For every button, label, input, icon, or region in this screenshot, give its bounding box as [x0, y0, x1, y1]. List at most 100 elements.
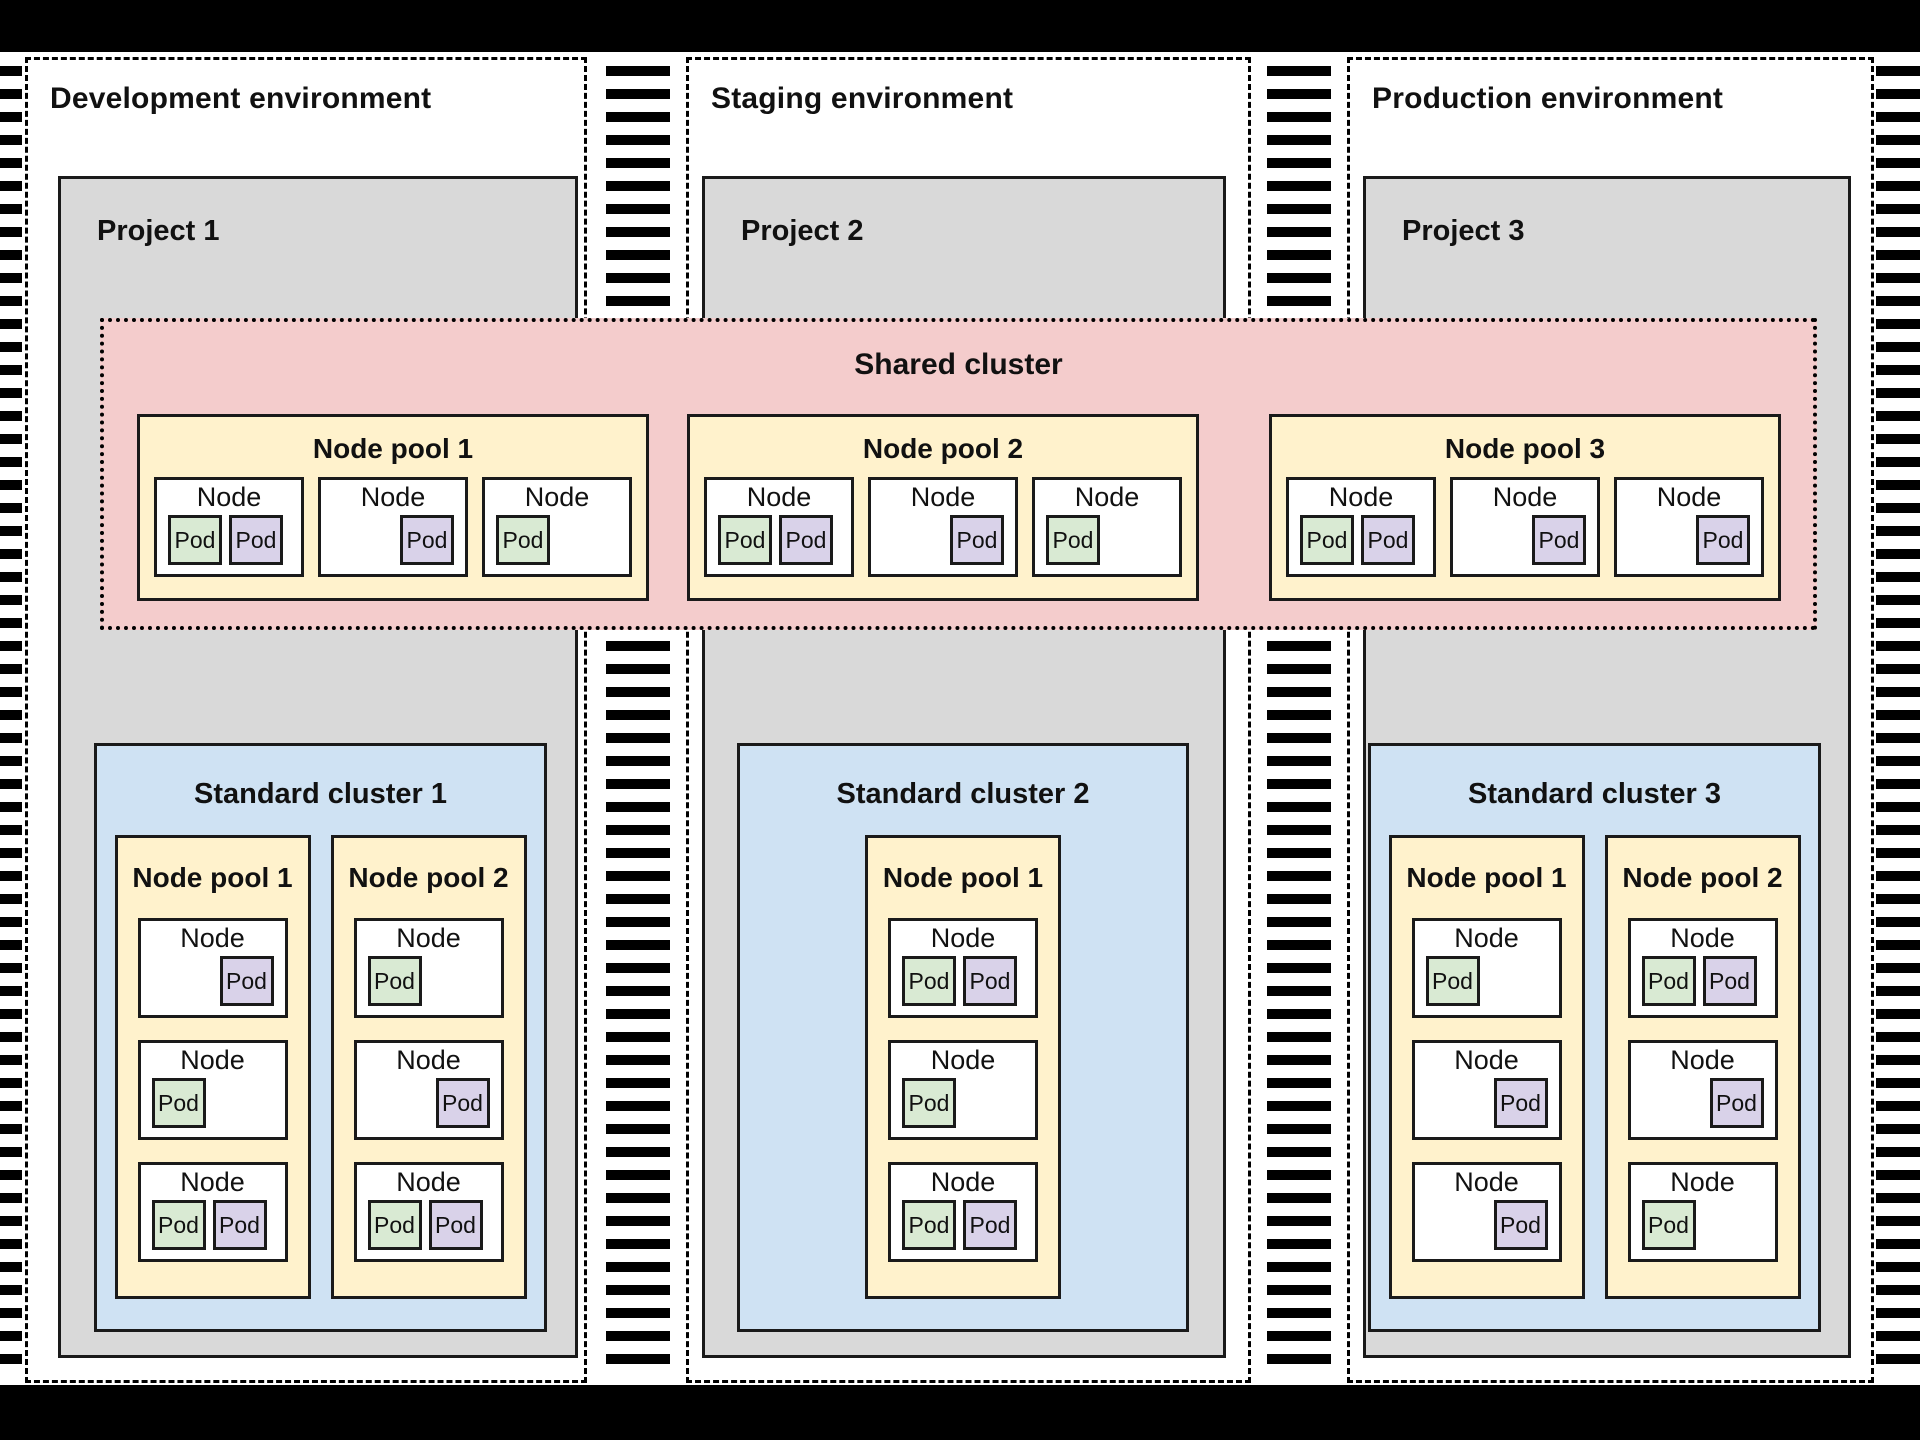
pod: Pod [1493, 1200, 1548, 1250]
node-label: Node [396, 1045, 461, 1075]
pod: Pod [400, 515, 454, 565]
pod-row: Pod [891, 1078, 1035, 1128]
node: Node Pod [137, 918, 288, 1018]
node-pool: Node pool 2 Node Pod Pod Node Pod Node [687, 414, 1199, 601]
pod: Pod [1709, 1078, 1764, 1128]
pod-row: Pod Pod [707, 515, 851, 565]
pod-row: Pod [1631, 1078, 1775, 1128]
node-pool: Node pool 1 Node Pod Pod Node Pod Node [137, 414, 649, 601]
node: Node Pod Pod [888, 918, 1038, 1018]
node-label: Node [524, 482, 590, 512]
node: Node Pod [1627, 1040, 1778, 1140]
standard-cluster: Standard cluster 2 Node pool 1 Node Pod … [737, 743, 1189, 1332]
node-column: Node Pod Pod Node Pod [1608, 918, 1798, 1262]
pod-row: Pod [1631, 1200, 1775, 1250]
hatched-divider-left [0, 66, 22, 1376]
pod: Pod [428, 1200, 483, 1250]
node: Node Pod Pod [888, 1162, 1038, 1262]
hatched-divider-dev-staging [606, 66, 670, 1376]
pod-row: Pod Pod [891, 1200, 1035, 1250]
node-pool: Node pool 2 Node Pod Node [330, 835, 527, 1299]
project-title: Project 2 [741, 215, 864, 247]
node: Node Pod [482, 477, 632, 577]
pod-row: Pod Pod [141, 1200, 285, 1250]
node: Node Pod Pod [154, 477, 304, 577]
pod: Pod [1046, 515, 1100, 565]
node-column: Node Pod Node Pod [1392, 918, 1582, 1262]
standard-cluster: Standard cluster 1 Node pool 1 Node Pod [94, 743, 547, 1332]
node: Node Pod [318, 477, 468, 577]
pod: Pod [718, 515, 772, 565]
node-pool: Node pool 3 Node Pod Pod Node Pod Node [1269, 414, 1781, 601]
node-label: Node [1656, 482, 1722, 512]
node: Node Pod Pod [353, 1162, 504, 1262]
environment-title: Production environment [1372, 82, 1724, 115]
node-label: Node [1454, 923, 1519, 953]
node-label: Node [1454, 1167, 1519, 1197]
pod-row: Pod [485, 515, 629, 565]
pod: Pod [1425, 956, 1480, 1006]
environment-production: Production environment Project 3 Standar… [1347, 57, 1874, 1383]
node: Node Pod Pod [704, 477, 854, 577]
node: Node Pod [353, 918, 504, 1018]
node-label: Node [1074, 482, 1140, 512]
node-column: Node Pod Node Pod [334, 918, 524, 1262]
pod-row: Pod [357, 1078, 501, 1128]
pod-row: Pod Pod [891, 956, 1035, 1006]
hatched-divider-right [1876, 66, 1920, 1376]
pod: Pod [1641, 956, 1696, 1006]
node-column: Node Pod Node Pod [118, 918, 308, 1262]
node: Node Pod [888, 1040, 1038, 1140]
node-label: Node [180, 1045, 245, 1075]
pod-row: Pod [1617, 515, 1761, 565]
node-pool: Node pool 1 Node Pod Pod Node [865, 835, 1061, 1299]
pod: Pod [1641, 1200, 1696, 1250]
node-pool-row: Node pool 1 Node Pod Pod Node [740, 835, 1186, 1299]
node: Node Pod [1614, 477, 1764, 577]
pod: Pod [963, 956, 1017, 1006]
node-pool-title: Node pool 1 [132, 862, 293, 893]
pod-row: Pod [321, 515, 465, 565]
node-pool-row: Node pool 1 Node Pod Node [97, 835, 544, 1299]
pod-row: Pod [141, 956, 285, 1006]
pod: Pod [367, 956, 422, 1006]
node-pool-title: Node pool 2 [348, 862, 509, 893]
pod: Pod [219, 956, 274, 1006]
pod: Pod [1493, 1078, 1548, 1128]
node: Node Pod [868, 477, 1018, 577]
pod: Pod [1696, 515, 1750, 565]
node-label: Node [1670, 1045, 1735, 1075]
pod: Pod [435, 1078, 490, 1128]
standard-cluster-title: Standard cluster 2 [836, 778, 1090, 810]
node-row: Node Pod Pod Node Pod Node Pod [690, 477, 1196, 577]
pod: Pod [902, 1200, 956, 1250]
project-title: Project 1 [97, 215, 220, 247]
node: Node Pod Pod [1286, 477, 1436, 577]
environment-title: Development environment [50, 82, 432, 115]
pod: Pod [779, 515, 833, 565]
shared-cluster-title: Shared cluster [854, 348, 1063, 381]
pod-row: Pod Pod [157, 515, 301, 565]
pod: Pod [950, 515, 1004, 565]
node-pool-title: Node pool 2 [862, 433, 1024, 464]
standard-cluster: Standard cluster 3 Node pool 1 Node Pod [1368, 743, 1821, 1332]
node-label: Node [1492, 482, 1558, 512]
node-label: Node [1328, 482, 1394, 512]
node-column: Node Pod Pod Node Pod [868, 918, 1058, 1262]
environment-staging: Staging environment Project 2 Standard c… [686, 57, 1251, 1383]
node-label: Node [930, 923, 996, 953]
pod: Pod [1702, 956, 1757, 1006]
node-label: Node [746, 482, 812, 512]
node-row: Node Pod Pod Node Pod Node Pod [1272, 477, 1778, 577]
node-label: Node [930, 1045, 996, 1075]
project-title: Project 3 [1402, 215, 1525, 247]
node-pool-title: Node pool 1 [1406, 862, 1567, 893]
node-row: Node Pod Pod Node Pod Node Pod [140, 477, 646, 577]
node: Node Pod [1450, 477, 1600, 577]
pod: Pod [496, 515, 550, 565]
pod: Pod [151, 1078, 206, 1128]
node: Node Pod [1032, 477, 1182, 577]
pod: Pod [902, 956, 956, 1006]
node-pool-row: Node pool 1 Node Pod Node [1371, 835, 1818, 1299]
